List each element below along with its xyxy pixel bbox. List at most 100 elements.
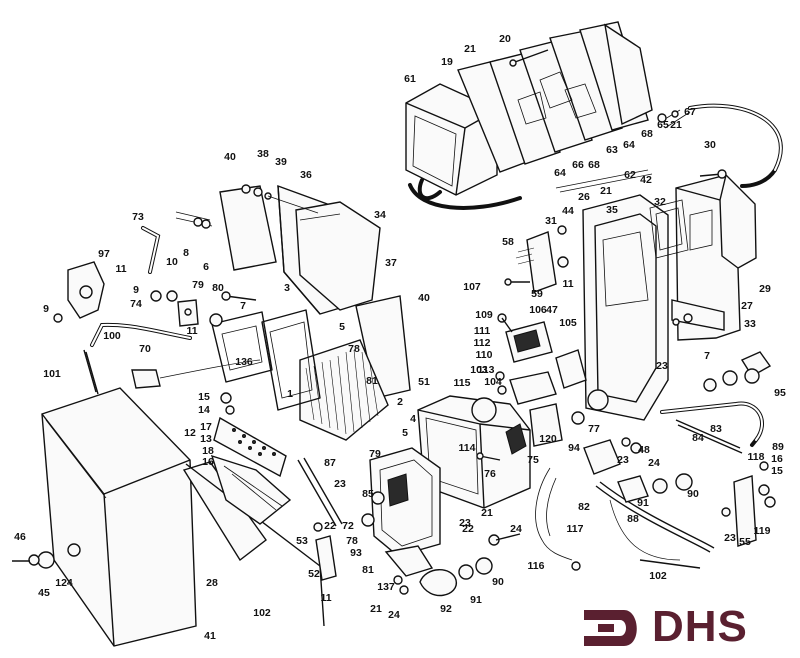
callout-88: 88 <box>627 513 639 525</box>
callout-124: 124 <box>55 577 73 589</box>
callout-14: 14 <box>198 404 210 416</box>
callout-59: 59 <box>531 288 543 300</box>
callout-2: 2 <box>397 396 403 408</box>
rear-case-assembly <box>504 169 772 454</box>
callout-19: 19 <box>441 56 453 68</box>
callout-74: 74 <box>130 298 142 310</box>
callout-61: 61 <box>404 73 416 85</box>
callout-67: 67 <box>684 106 696 118</box>
callout-117: 117 <box>567 523 584 535</box>
callout-94: 94 <box>568 442 580 454</box>
callout-6: 6 <box>203 261 209 273</box>
callout-91: 91 <box>637 497 649 509</box>
callout-8: 8 <box>183 247 189 259</box>
callout-32: 32 <box>654 196 666 208</box>
callout-137: 137 <box>377 581 395 593</box>
callout-21: 21 <box>481 507 493 519</box>
callout-3: 3 <box>284 282 290 294</box>
callout-37: 37 <box>385 257 397 269</box>
callout-16: 16 <box>202 456 214 468</box>
callout-7: 7 <box>704 350 710 362</box>
callout-97: 97 <box>98 248 110 260</box>
callout-24: 24 <box>648 457 660 469</box>
callout-93: 93 <box>350 547 362 559</box>
callout-47: 47 <box>546 304 558 316</box>
dhs-logo-mark <box>584 610 637 646</box>
callout-79: 79 <box>369 448 381 460</box>
callout-24: 24 <box>388 609 400 621</box>
callout-95: 95 <box>774 387 786 399</box>
callout-109: 109 <box>475 309 493 321</box>
callout-28: 28 <box>206 577 218 589</box>
callout-118: 118 <box>748 451 765 463</box>
callout-100: 100 <box>103 330 121 342</box>
callout-91: 91 <box>470 594 482 606</box>
callout-114: 114 <box>459 442 476 454</box>
callout-44: 44 <box>562 205 574 217</box>
callout-51: 51 <box>418 376 430 388</box>
dhs-logo: DHS <box>580 600 795 654</box>
callout-103: 103 <box>470 364 488 376</box>
callout-34: 34 <box>374 209 386 221</box>
callout-120: 120 <box>539 433 557 445</box>
callout-9: 9 <box>43 303 49 315</box>
callout-22: 22 <box>462 523 474 535</box>
callout-21: 21 <box>464 43 476 55</box>
callout-24: 24 <box>510 523 522 535</box>
outer-casing <box>12 387 325 647</box>
callout-75: 75 <box>527 454 539 466</box>
callout-72: 72 <box>342 520 354 532</box>
callout-85: 85 <box>362 488 374 500</box>
callout-39: 39 <box>275 156 287 168</box>
burner-assembly <box>210 392 343 527</box>
gas-valve-assembly <box>53 211 261 395</box>
callout-1: 1 <box>287 388 293 400</box>
callout-5: 5 <box>402 427 408 439</box>
callout-63: 63 <box>606 144 618 156</box>
callout-17: 17 <box>200 421 212 433</box>
callout-62: 62 <box>624 169 636 181</box>
callout-92: 92 <box>440 603 452 615</box>
callout-89: 89 <box>772 441 784 453</box>
callout-20: 20 <box>499 33 511 45</box>
callout-11: 11 <box>115 263 126 275</box>
callout-45: 45 <box>38 587 50 599</box>
callout-40: 40 <box>418 292 430 304</box>
callout-36: 36 <box>300 169 312 181</box>
callout-76: 76 <box>484 468 496 480</box>
callout-27: 27 <box>741 300 753 312</box>
callout-107: 107 <box>463 281 481 293</box>
callout-80: 80 <box>212 282 224 294</box>
callout-21: 21 <box>600 185 612 197</box>
callout-104: 104 <box>484 376 502 388</box>
callout-82: 82 <box>578 501 590 513</box>
callout-112: 112 <box>474 337 491 349</box>
callout-21: 21 <box>370 603 382 615</box>
callout-21: 21 <box>670 119 682 131</box>
callout-81: 81 <box>366 375 378 387</box>
callout-102: 102 <box>649 570 667 582</box>
callout-113: 113 <box>478 364 495 376</box>
callout-7: 7 <box>240 300 246 312</box>
callout-90: 90 <box>687 488 699 500</box>
callout-38: 38 <box>257 148 269 160</box>
callout-116: 116 <box>528 560 545 572</box>
callout-33: 33 <box>744 318 756 330</box>
callout-90: 90 <box>492 576 504 588</box>
callout-46: 46 <box>14 531 26 543</box>
callout-4: 4 <box>410 413 416 425</box>
dhs-logo-text: DHS <box>652 602 748 651</box>
callout-73: 73 <box>132 211 144 223</box>
callout-101: 101 <box>43 368 61 380</box>
callout-119: 119 <box>754 525 771 537</box>
callout-64: 64 <box>623 139 635 151</box>
callout-15: 15 <box>771 465 783 477</box>
callout-65: 65 <box>657 119 669 131</box>
callout-35: 35 <box>606 204 618 216</box>
callout-16: 16 <box>771 453 783 465</box>
callout-87: 87 <box>324 457 336 469</box>
callout-115: 115 <box>454 377 471 389</box>
callout-42: 42 <box>640 174 652 186</box>
callout-30: 30 <box>704 139 716 151</box>
